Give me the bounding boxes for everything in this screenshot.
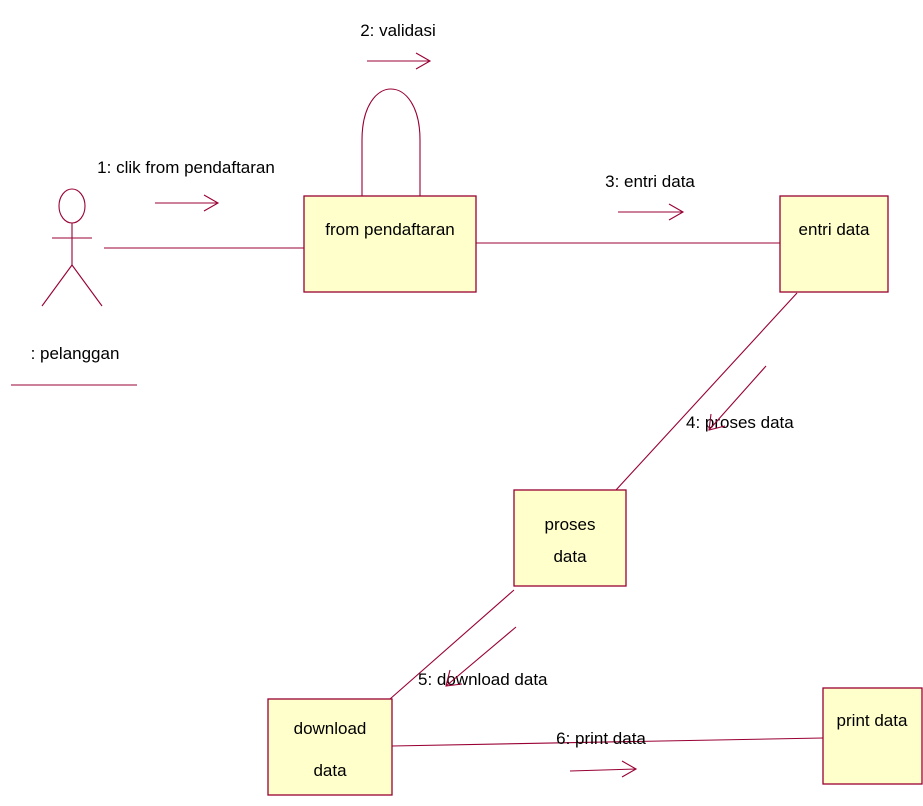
message-1[interactable]: 1: clik from pendaftaran [97, 158, 275, 212]
object-proses-data-label-line1: proses [544, 515, 595, 534]
arrow-right-icon [569, 760, 638, 778]
object-entri-data-label: entri data [799, 220, 870, 239]
message-3[interactable]: 3: entri data [605, 172, 695, 221]
message-1-label: 1: clik from pendaftaran [97, 158, 275, 177]
message-4-label: 4: proses data [686, 413, 794, 432]
actor-label: : pelanggan [31, 344, 120, 363]
arrow-right-icon [155, 194, 220, 212]
self-link-validasi [361, 88, 421, 196]
message-2[interactable]: 2: validasi [360, 21, 436, 70]
message-2-label: 2: validasi [360, 21, 436, 40]
message-5[interactable]: 5: download data [418, 626, 548, 689]
object-proses-data[interactable]: proses data [513, 489, 627, 587]
arrow-right-icon [367, 52, 432, 70]
message-6[interactable]: 6: print data [556, 729, 646, 778]
object-print-data-label: print data [837, 711, 908, 730]
stick-figure-actor-icon [41, 188, 103, 307]
link-proses-data-download-data [389, 589, 515, 700]
message-4[interactable]: 4: proses data [686, 365, 794, 432]
arrow-down-left-icon [708, 365, 767, 431]
message-3-label: 3: entri data [605, 172, 695, 191]
link-download-data-print-data [391, 737, 824, 747]
object-download-data-label-line1: download [294, 719, 367, 738]
object-print-data[interactable]: print data [822, 687, 923, 785]
object-download-data-label-line2: data [313, 761, 347, 780]
message-5-label: 5: download data [418, 670, 548, 689]
object-proses-data-label-line2: data [553, 547, 587, 566]
actor-pelanggan[interactable]: : pelanggan [11, 188, 137, 386]
object-download-data[interactable]: download data [267, 698, 393, 796]
message-6-label: 6: print data [556, 729, 646, 748]
arrow-down-left-icon [445, 626, 517, 687]
object-from-pendaftaran[interactable]: from pendaftaran [303, 195, 477, 293]
object-entri-data[interactable]: entri data [779, 195, 889, 293]
arrow-right-icon [618, 203, 685, 221]
object-from-pendaftaran-label: from pendaftaran [325, 220, 454, 239]
link-entri-data-proses-data [615, 292, 798, 491]
